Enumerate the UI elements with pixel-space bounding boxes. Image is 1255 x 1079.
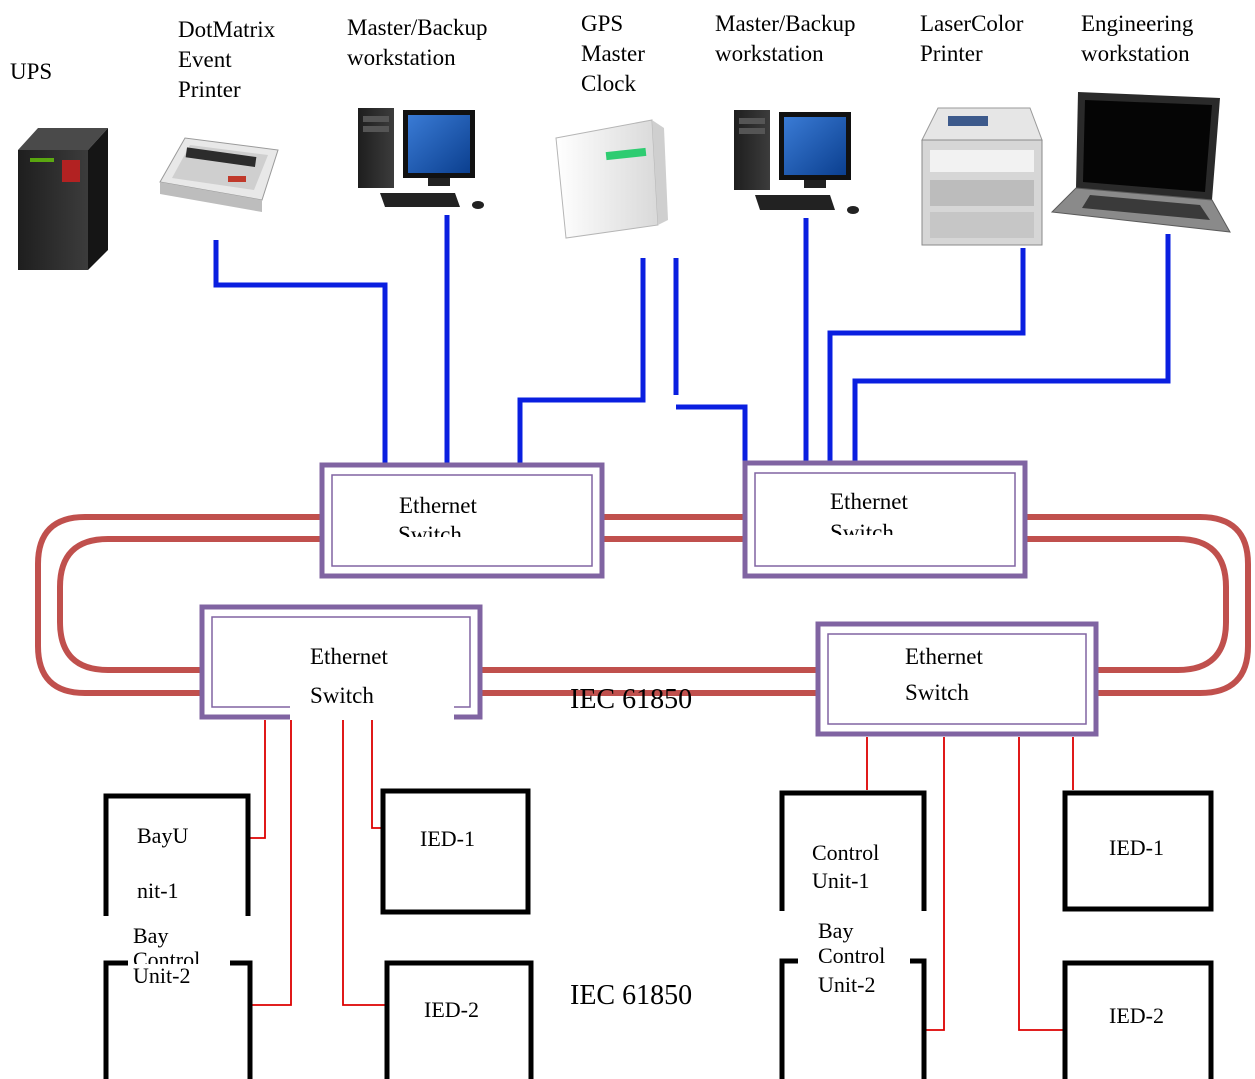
- iec-61850-ring-label: IEC 61850: [570, 684, 693, 715]
- switch-bottom-right: [815, 621, 1099, 737]
- laptop-image: [1050, 92, 1231, 233]
- ups-image: [18, 128, 108, 270]
- left-bcu1-label-a: BayU: [137, 823, 189, 848]
- box-left-bcu1: [103, 793, 251, 916]
- right-ied2-label: IED-2: [1109, 1003, 1164, 1028]
- box-right-bcu1: [779, 790, 927, 911]
- laser-printer-image: [921, 107, 1043, 246]
- box-right-bcu2: [779, 958, 927, 1079]
- box-left-ied2: [384, 960, 534, 1079]
- link-left-ied1: [371, 720, 383, 829]
- link-laser: [827, 248, 1026, 463]
- ring-outer: [35, 514, 1251, 696]
- iec-61850-bay-label: IEC 61850: [570, 980, 693, 1011]
- label-gps-clock: GPS Master Clock: [581, 11, 645, 96]
- workstation-2-image: [734, 110, 859, 214]
- left-bcu1-label-b: nit-1: [137, 878, 179, 903]
- label-engineering: Engineering workstation: [1081, 11, 1194, 66]
- link-gps-b: [673, 258, 748, 463]
- left-ied1-label: IED-1: [420, 826, 475, 851]
- box-left-ied1: [380, 788, 531, 915]
- ring-inner: [57, 536, 1229, 673]
- link-gps-a: [517, 258, 646, 463]
- link-left-bcu1: [248, 720, 266, 839]
- right-ied1-label: IED-1: [1109, 835, 1164, 860]
- workstation-1-image: [358, 108, 484, 209]
- link-right-bcu2: [924, 737, 945, 1031]
- right-bcu1-label: Control Unit-1: [812, 840, 880, 893]
- switch-top-right: [742, 460, 1028, 579]
- link-engineering: [852, 234, 1171, 463]
- label-ups: UPS: [10, 59, 53, 84]
- left-bcu2-label: Bay Control Unit-2: [133, 923, 201, 988]
- label-workstation-1: Master/Backup workstation: [347, 15, 488, 70]
- link-right-ied2: [1018, 737, 1065, 1031]
- link-dotmatrix: [213, 240, 388, 463]
- right-bcu2-label: Bay Control Unit-2: [818, 918, 886, 997]
- box-left-bcu2: [103, 960, 253, 1079]
- box-right-ied2: [1062, 960, 1214, 1079]
- dotmatrix-image: [159, 137, 279, 212]
- label-dotmatrix: DotMatrix Event Printer: [178, 17, 276, 102]
- left-ied2-label: IED-2: [424, 997, 479, 1022]
- link-left-bcu2: [248, 720, 292, 1006]
- ring-network: [35, 514, 1251, 696]
- switch-bottom-right-label: Ethernet Switch: [905, 644, 983, 705]
- label-workstation-2: Master/Backup workstation: [715, 11, 856, 66]
- label-laser-printer: LaserColor Printer: [920, 11, 1024, 66]
- bay-boxes: [103, 788, 1214, 1079]
- switch-top-left-label: Ethernet Switch: [398, 493, 477, 537]
- switch-bottom-left-label: Ethernet Switch: [310, 644, 388, 708]
- switch-bottom-left: [199, 604, 483, 720]
- link-left-ied2: [342, 720, 387, 1006]
- switch-top-right-label: Ethernet Switch: [830, 489, 908, 535]
- switch-top-left: [319, 462, 605, 579]
- lan-links: [213, 215, 1171, 463]
- gps-clock-image: [555, 119, 668, 239]
- bay-links: [248, 720, 1074, 1031]
- box-right-ied1: [1062, 790, 1214, 912]
